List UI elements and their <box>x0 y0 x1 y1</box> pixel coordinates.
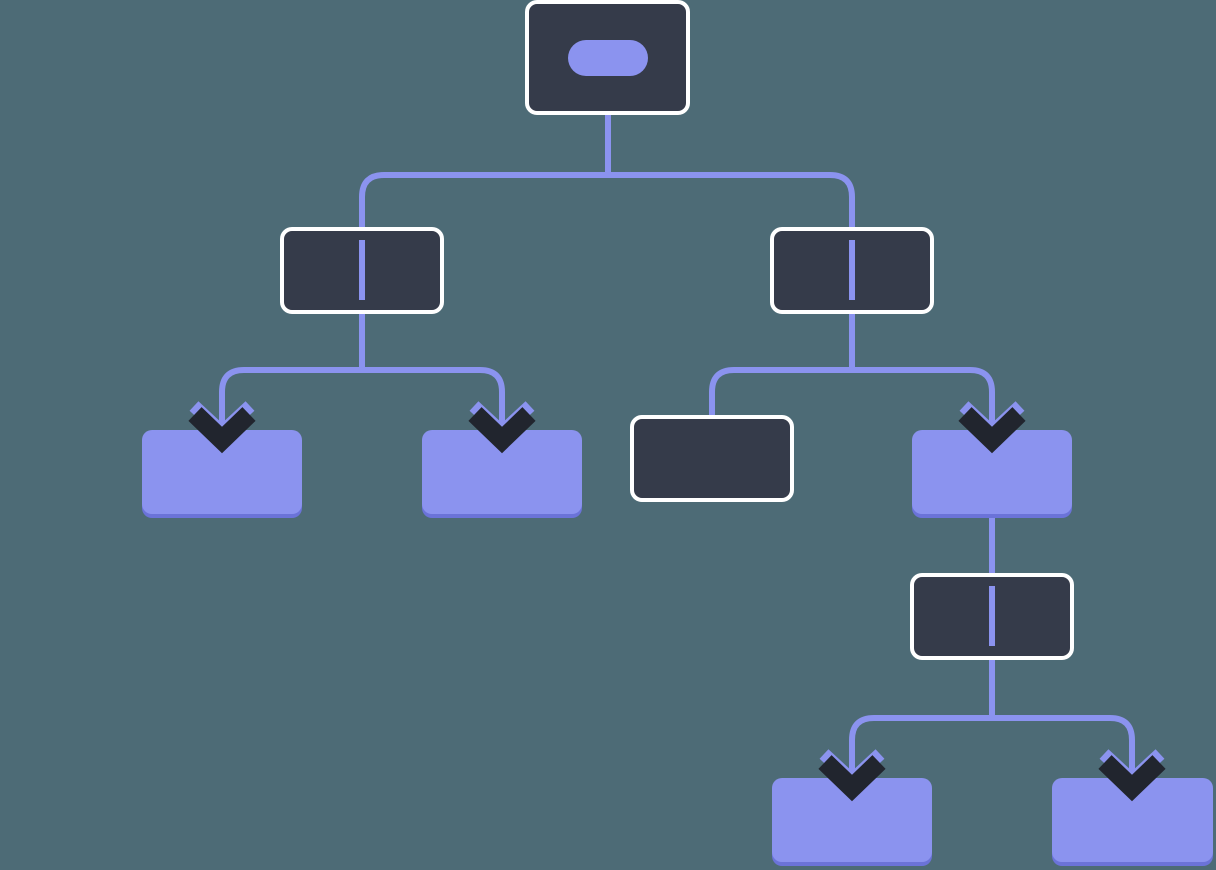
left-to-leaf-b-connector <box>359 312 505 432</box>
level3-to-leaf-c-connector <box>849 658 995 780</box>
level2-dark-node-body[interactable] <box>630 415 794 502</box>
vertical-bar-icon <box>359 240 365 300</box>
level2-purple-branch-node-body[interactable] <box>912 430 1072 514</box>
leaf-node-b[interactable] <box>422 430 582 518</box>
left-to-leaf-a-connector <box>219 367 362 432</box>
root-to-right-connector <box>608 172 855 312</box>
level1-left-node[interactable] <box>280 227 444 314</box>
root-node-pill-icon <box>568 40 648 76</box>
leaf-node-c-body[interactable] <box>772 778 932 862</box>
level3-to-leaf-d-connector <box>992 715 1135 780</box>
leaf-node-b-body[interactable] <box>422 430 582 514</box>
root-node[interactable] <box>525 0 690 115</box>
leaf-node-c[interactable] <box>772 778 932 866</box>
leaf-node-d[interactable] <box>1052 778 1213 866</box>
vertical-bar-icon <box>989 586 995 646</box>
level2-dark-node[interactable] <box>630 415 794 502</box>
connector-layer <box>219 40 1135 780</box>
right-to-dark-connector <box>709 312 855 419</box>
level1-right-node[interactable] <box>770 227 934 314</box>
root-to-left-connector <box>359 172 608 312</box>
vertical-bar-icon <box>849 240 855 300</box>
leaf-node-a-body[interactable] <box>142 430 302 514</box>
level3-dark-node[interactable] <box>910 573 1074 660</box>
level2-purple-branch-node[interactable] <box>912 430 1072 518</box>
right-to-purple-connector <box>852 367 995 432</box>
leaf-node-d-body[interactable] <box>1052 778 1213 862</box>
leaf-node-a[interactable] <box>142 430 302 518</box>
